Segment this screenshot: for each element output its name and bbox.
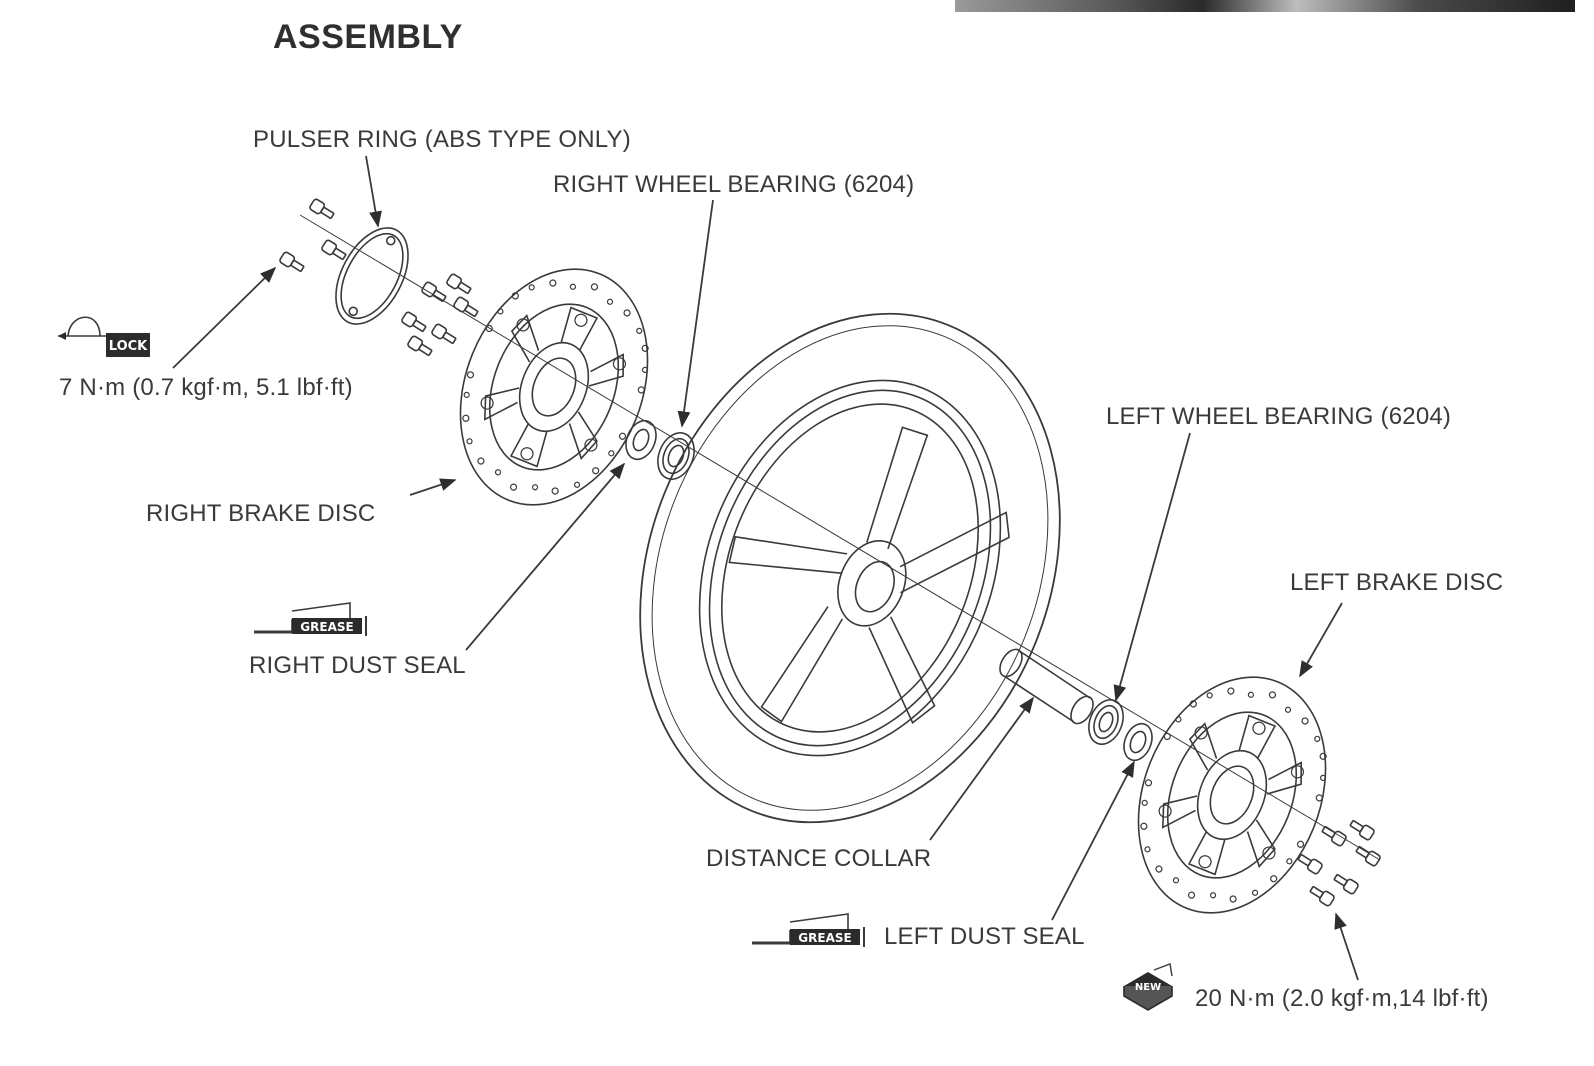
distance-collar: [999, 648, 1094, 725]
lock-icon: LOCK: [58, 316, 150, 357]
lock-icon-text: LOCK: [109, 339, 148, 354]
left-brake-disc-label: LEFT BRAKE DISC: [1290, 569, 1504, 596]
leader-distance-collar: [929, 696, 1034, 841]
right-wheel-bearing-label: RIGHT WHEEL BEARING (6204): [553, 171, 915, 198]
left-brake-disc: [1137, 676, 1327, 914]
corner-photo-strip: [955, 0, 1575, 12]
leader-lines: [172, 155, 1359, 981]
pulser-ring: [335, 227, 409, 325]
new-part-icon: NEW: [1123, 963, 1173, 1011]
leader-right-brake-disc: [409, 478, 457, 496]
left-disc-bolts: [1295, 817, 1382, 908]
pulser-ring-bolt: [278, 250, 307, 275]
leader-left-dust-seal: [1051, 760, 1135, 921]
right-dust-seal-label: RIGHT DUST SEAL: [249, 652, 466, 679]
right-brake-disc-label: RIGHT BRAKE DISC: [146, 500, 376, 527]
leader-left-torque: [1334, 912, 1359, 981]
right-dust-seal: [625, 419, 657, 461]
page-title: ASSEMBLY: [273, 18, 463, 56]
leader-pulser-ring: [365, 155, 382, 228]
right-wheel-bearing: [657, 432, 695, 480]
leader-right-wheel-bearing: [677, 199, 714, 428]
left-dust-seal: [1123, 722, 1153, 762]
pulser-ring-bolt: [320, 238, 349, 263]
left-torque-label: 20 N·m (2.0 kgf·m,14 lbf·ft): [1195, 985, 1489, 1012]
right-brake-disc: [459, 268, 649, 506]
distance-collar-label: DISTANCE COLLAR: [706, 845, 932, 872]
new-part-icon-text: NEW: [1135, 982, 1161, 993]
grease-icon-text: GREASE: [798, 931, 851, 945]
pulser-ring-label: PULSER RING (ABS TYPE ONLY): [253, 126, 631, 153]
grease-icon: GREASE: [752, 913, 865, 947]
grease-icon-text: GREASE: [300, 620, 353, 634]
axle-centerline: [299, 214, 1381, 861]
leader-right-torque: [172, 266, 277, 369]
leader-left-wheel-bearing: [1113, 432, 1191, 702]
front-wheel: [639, 312, 1061, 824]
grease-icon: GREASE: [254, 602, 367, 636]
left-wheel-bearing: [1088, 699, 1124, 745]
right-torque-label: 7 N·m (0.7 kgf·m, 5.1 lbf·ft): [59, 374, 353, 401]
leader-right-dust-seal: [465, 462, 626, 651]
left-wheel-bearing-label: LEFT WHEEL BEARING (6204): [1106, 403, 1452, 430]
pulser-ring-bolt: [308, 197, 337, 222]
left-dust-seal-label: LEFT DUST SEAL: [884, 923, 1085, 950]
leader-left-brake-disc: [1299, 602, 1343, 678]
